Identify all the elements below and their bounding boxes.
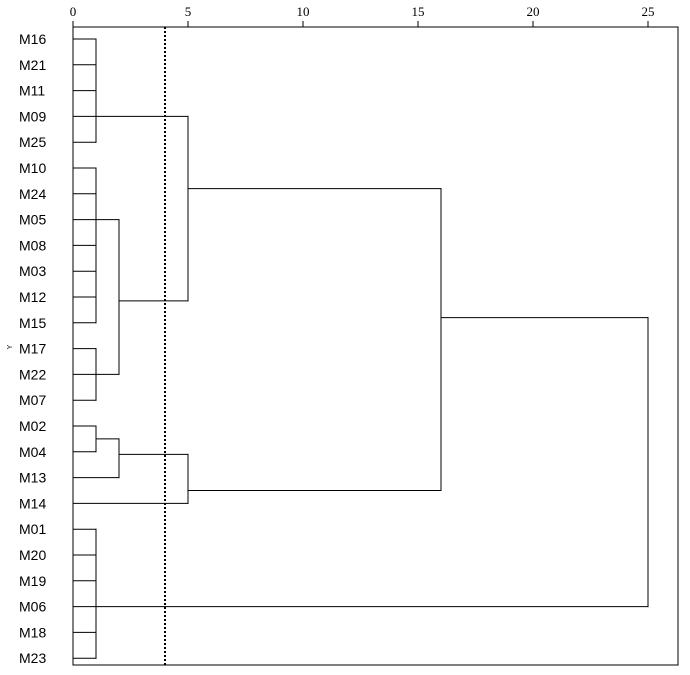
leaf-label-m18: M18 — [19, 624, 46, 640]
leaf-label-m23: M23 — [19, 650, 46, 666]
leaf-label-m07: M07 — [19, 392, 46, 408]
leaf-label-m03: M03 — [19, 263, 46, 279]
x-tick-label: 15 — [412, 4, 425, 19]
leaf-label-m25: M25 — [19, 134, 46, 150]
leaf-label-m14: M14 — [19, 495, 46, 511]
leaf-label-m06: M06 — [19, 599, 46, 615]
x-tick-label: 25 — [642, 4, 655, 19]
leaf-label-m02: M02 — [19, 418, 46, 434]
leaf-label-m09: M09 — [19, 108, 46, 124]
leaf-label-m05: M05 — [19, 212, 46, 228]
leaf-label-m13: M13 — [19, 470, 46, 486]
leaf-label-m12: M12 — [19, 289, 46, 305]
leaf-label-m20: M20 — [19, 547, 46, 563]
leaf-label-m04: M04 — [19, 444, 46, 460]
leaf-label-m21: M21 — [19, 57, 46, 73]
leaf-label-m17: M17 — [19, 341, 46, 357]
leaf-label-m15: M15 — [19, 315, 46, 331]
x-tick-label: 5 — [185, 4, 192, 19]
leaf-label-m19: M19 — [19, 573, 46, 589]
leaf-labels: M16M21M11M09M25M10M24M05M08M03M12M15M17M… — [19, 31, 46, 666]
x-tick-label: 20 — [527, 4, 540, 19]
leaf-label-m10: M10 — [19, 160, 46, 176]
leaf-label-m08: M08 — [19, 237, 46, 253]
leaf-label-m16: M16 — [19, 31, 46, 47]
dendrogram-lines — [72, 38, 649, 659]
x-tick-label: 10 — [297, 4, 310, 19]
leaf-label-m24: M24 — [19, 186, 46, 202]
leaf-label-m01: M01 — [19, 521, 46, 537]
plot-frame — [72, 26, 679, 666]
leaf-label-m22: M22 — [19, 366, 46, 382]
leaf-label-m11: M11 — [19, 83, 45, 99]
x-tick-label: 0 — [70, 4, 77, 19]
side-mark: Y — [7, 344, 14, 349]
x-axis: 0 5 10 15 20 25 — [70, 4, 655, 27]
